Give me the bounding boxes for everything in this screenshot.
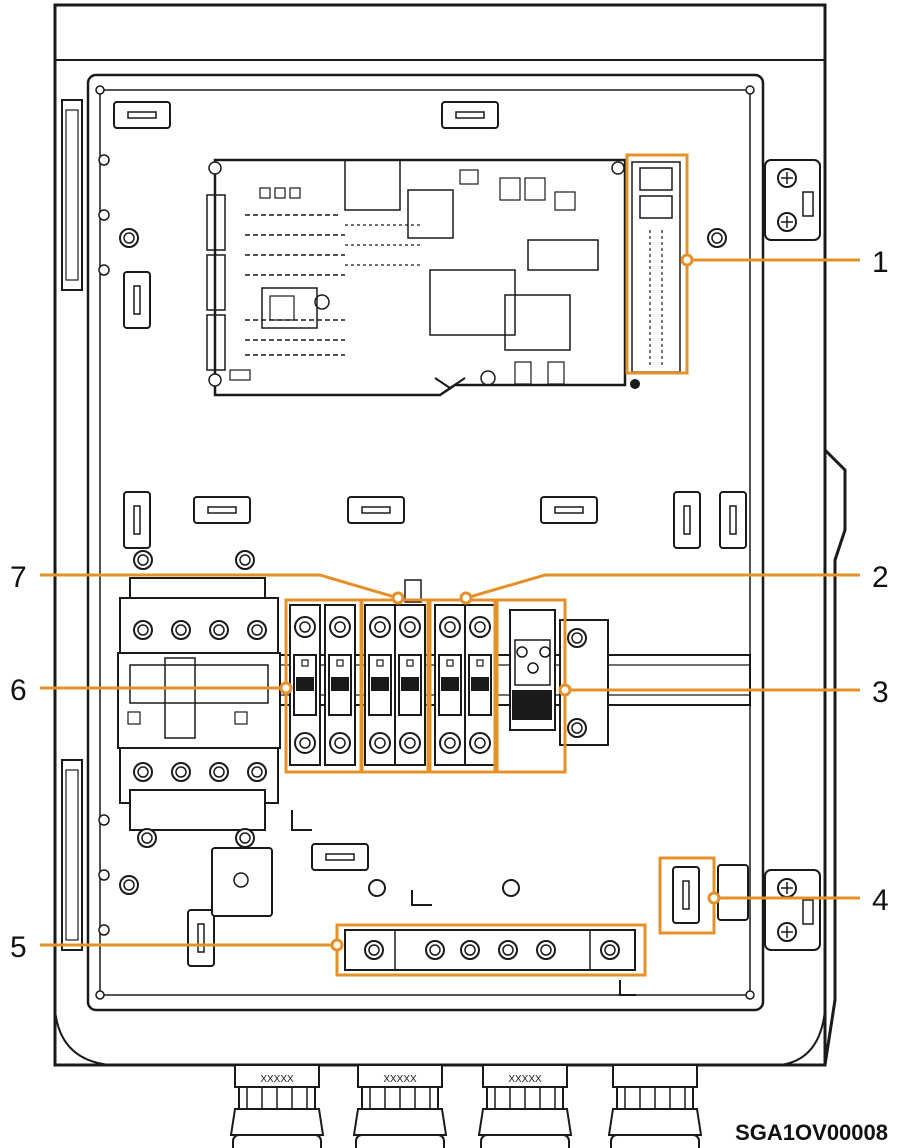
breakers (290, 605, 495, 765)
gland-marking-3: XXXXX (508, 1074, 542, 1085)
control-board (207, 160, 680, 395)
contactor (118, 578, 280, 847)
callout-2: 2 (872, 561, 889, 594)
figure-code: SGA1OV00008 (735, 1120, 888, 1145)
cable-glands (231, 1065, 701, 1148)
gland-marking-1: XXXXX (260, 1074, 294, 1085)
callout-3: 3 (872, 676, 889, 709)
callout-5: 5 (10, 931, 27, 964)
busbar (345, 930, 635, 970)
terminal-block (510, 610, 555, 730)
callout-7: 7 (10, 561, 27, 594)
callout-1: 1 (872, 246, 889, 279)
callout-6: 6 (10, 674, 27, 707)
gland-marking-2: XXXXX (383, 1074, 417, 1085)
callout-4: 4 (872, 884, 889, 917)
